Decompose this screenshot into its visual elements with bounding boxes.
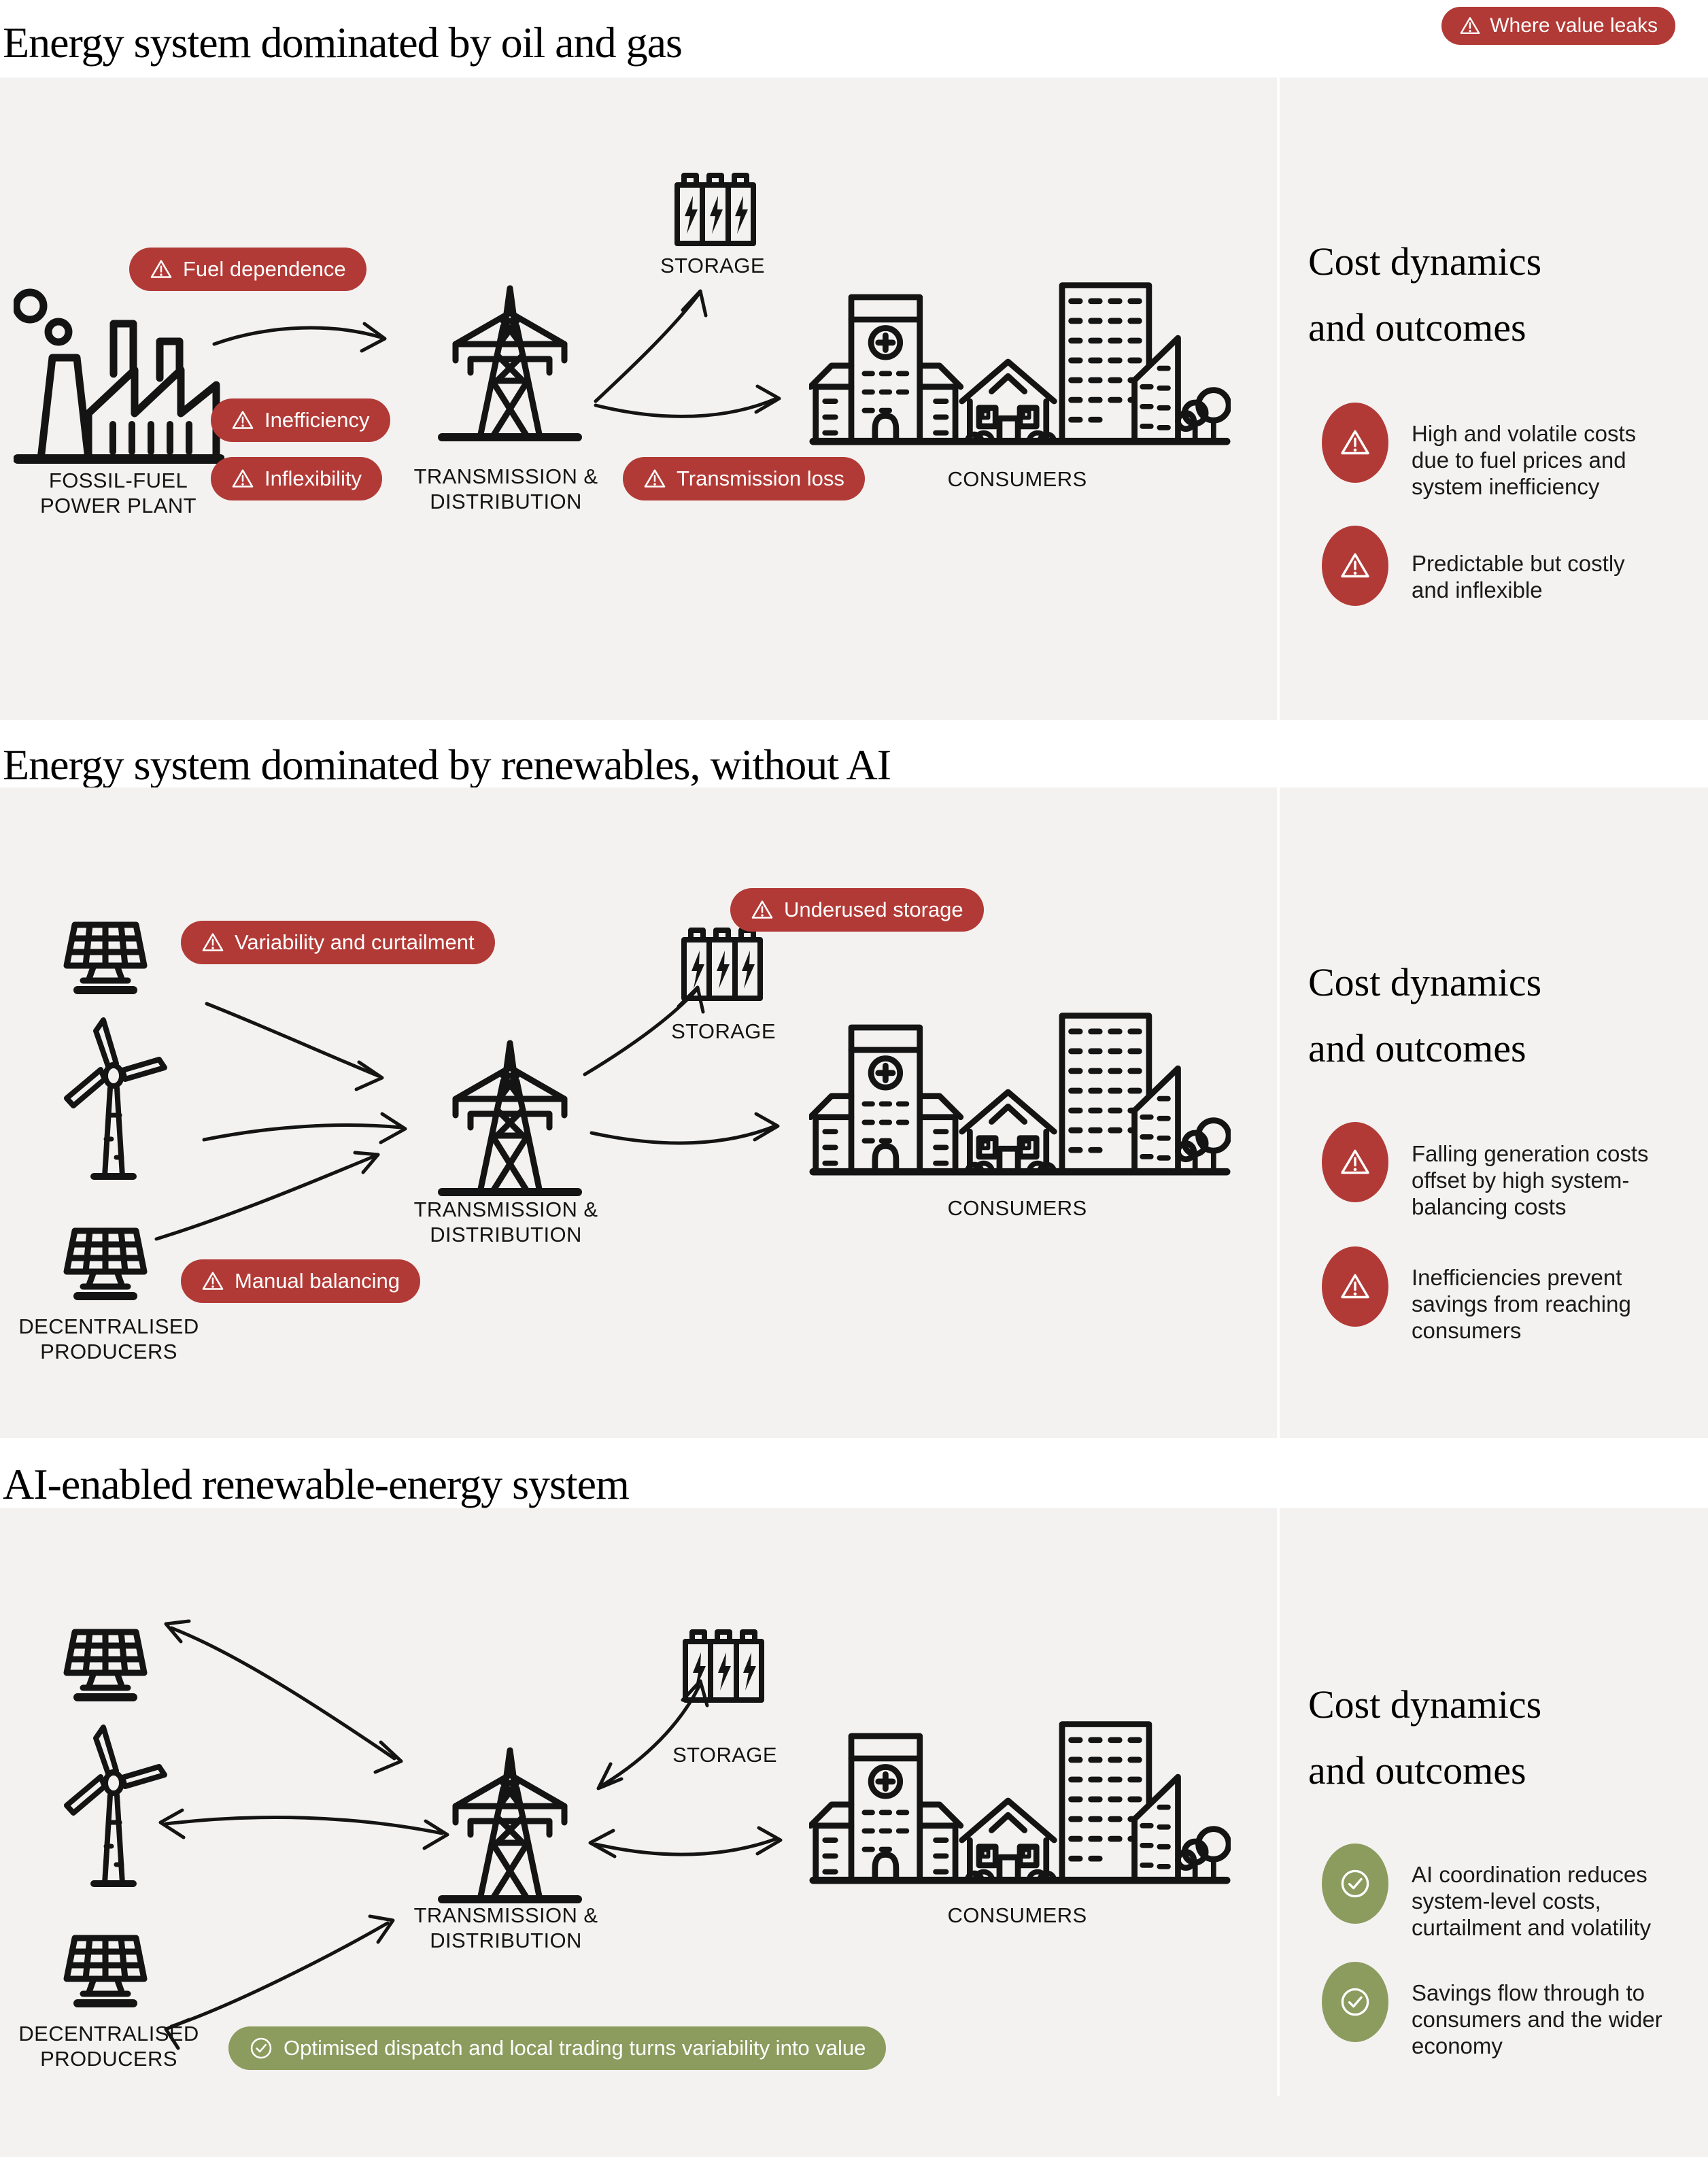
- panel-item-text: AI coordination reduces system-level cos…: [1412, 1862, 1652, 1940]
- warning-icon: [643, 467, 666, 490]
- panel-divider: [1277, 1508, 1280, 2096]
- panel-divider: [1277, 78, 1280, 720]
- section-renewables-no-ai: DECENTRALISED PRODUCERS Variability and …: [0, 787, 1708, 1438]
- transmission-label: TRANSMISSION & DISTRIBUTION: [413, 464, 598, 513]
- check-bullet: [1322, 1844, 1388, 1924]
- badge-label: Fuel dependence: [183, 257, 346, 281]
- warning-icon: [231, 467, 254, 490]
- warning-bullet: [1322, 403, 1388, 483]
- warning-icon: [1339, 1271, 1371, 1302]
- panel-item-text: Falling generation costs offset by high …: [1412, 1141, 1649, 1219]
- storage-label: STORAGE: [672, 1743, 777, 1767]
- pylon-icon: [438, 1741, 582, 1904]
- warning-icon: [150, 258, 173, 281]
- storage-label: STORAGE: [660, 254, 765, 277]
- warning-icon: [201, 1270, 224, 1293]
- flow-arrows: [212, 289, 781, 418]
- storage-label: STORAGE: [671, 1019, 776, 1043]
- wind-turbine-icon: [52, 1720, 170, 1890]
- consumers-label: CONSUMERS: [947, 1196, 1087, 1220]
- where-value-leaks-label: Where value leaks: [1490, 14, 1658, 37]
- solar-panel-icon: [61, 1931, 150, 2013]
- warning-icon: [201, 931, 224, 954]
- decentralised-label: DECENTRALISED PRODUCERS: [18, 2022, 199, 2071]
- consumers-icon: [809, 1005, 1231, 1176]
- badge-label: Underused storage: [784, 898, 963, 921]
- warning-icon: [1339, 427, 1371, 458]
- variability-badge: Variability and curtailment: [181, 921, 495, 964]
- panel-item-text: Predictable but costly and inflexible: [1412, 551, 1625, 602]
- panel-item-text: Savings flow through to consumers and th…: [1412, 1980, 1662, 2058]
- badge-label: Optimised dispatch and local trading tur…: [284, 2036, 866, 2060]
- wind-turbine-icon: [52, 1013, 170, 1183]
- pylon-icon: [438, 279, 582, 442]
- optimised-dispatch-badge: Optimised dispatch and local trading tur…: [228, 2026, 887, 2070]
- panel-title: Cost dynamics and outcomes: [1308, 960, 1542, 1070]
- storage-icon: [681, 1627, 766, 1704]
- warning-bullet: [1322, 1246, 1388, 1327]
- panel-divider: [1277, 787, 1280, 1438]
- solar-panel-icon: [61, 1625, 150, 1707]
- panel-item-text: Inefficiencies prevent savings from reac…: [1412, 1265, 1631, 1343]
- warning-icon: [231, 409, 254, 432]
- transmission-label: TRANSMISSION & DISTRIBUTION: [413, 1198, 598, 1246]
- warning-bullet: [1322, 526, 1388, 606]
- solar-panel-icon: [61, 1224, 150, 1306]
- section-title-ai-enabled: AI-enabled renewable-energy system: [3, 1460, 630, 1508]
- section-ai-enabled: DECENTRALISED PRODUCERS STORAGE TRANSMIS…: [0, 1508, 1708, 2157]
- manual-balancing-badge: Manual balancing: [181, 1259, 421, 1303]
- solar-panel-icon: [61, 918, 150, 1000]
- check-circle-icon: [1339, 1986, 1371, 2018]
- transmission-label: TRANSMISSION & DISTRIBUTION: [413, 1903, 598, 1952]
- underused-storage-badge: Underused storage: [730, 888, 984, 932]
- flow-arrows: [158, 1619, 783, 2050]
- decentralised-label: DECENTRALISED PRODUCERS: [18, 1314, 199, 1363]
- consumers-icon: [809, 1714, 1231, 1885]
- where-value-leaks-badge: Where value leaks: [1441, 7, 1675, 45]
- transmission-loss-badge: Transmission loss: [623, 457, 865, 500]
- inflexibility-badge: Inflexibility: [211, 457, 382, 500]
- panel-title: Cost dynamics and outcomes: [1308, 239, 1542, 350]
- storage-icon: [673, 170, 757, 248]
- panel-item-text: High and volatile costs due to fuel pric…: [1412, 421, 1637, 499]
- check-bullet: [1322, 1962, 1388, 2042]
- storage-icon: [680, 925, 764, 1002]
- warning-icon: [751, 898, 774, 921]
- consumers-icon: [809, 275, 1231, 446]
- warning-bullet: [1322, 1122, 1388, 1202]
- pylon-icon: [438, 1034, 582, 1197]
- fuel-dependence-badge: Fuel dependence: [129, 248, 366, 291]
- badge-label: Manual balancing: [235, 1269, 400, 1293]
- badge-label: Transmission loss: [677, 466, 844, 490]
- consumers-label: CONSUMERS: [947, 467, 1087, 491]
- badge-label: Inefficiency: [264, 408, 370, 432]
- consumers-label: CONSUMERS: [947, 1903, 1087, 1927]
- section-oil-gas: FOSSIL-FUEL POWER PLANT Fuel dependence …: [0, 78, 1708, 720]
- warning-icon: [1339, 550, 1371, 581]
- inefficiency-badge: Inefficiency: [211, 398, 390, 442]
- warning-icon: [1339, 1147, 1371, 1178]
- warning-icon: [1459, 15, 1481, 37]
- panel-title: Cost dynamics and outcomes: [1308, 1682, 1542, 1793]
- section-title-oil-gas: Energy system dominated by oil and gas: [3, 18, 683, 67]
- check-circle-icon: [249, 2036, 273, 2060]
- fossil-plant-label: FOSSIL-FUEL POWER PLANT: [39, 469, 197, 517]
- check-circle-icon: [1339, 1867, 1371, 1900]
- fossil-plant-icon: [14, 279, 224, 464]
- badge-label: Variability and curtailment: [235, 930, 475, 954]
- section-title-renewables-no-ai: Energy system dominated by renewables, w…: [3, 741, 891, 789]
- badge-label: Inflexibility: [264, 466, 362, 490]
